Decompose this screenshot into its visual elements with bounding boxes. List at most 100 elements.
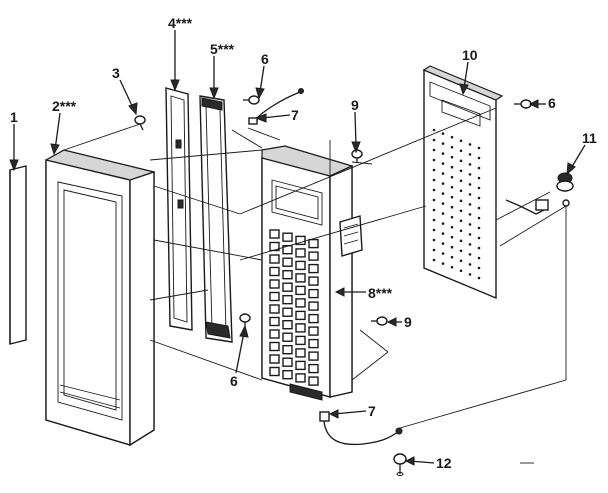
part-5-latch-channel [199,95,233,343]
circuit-component-dot [477,256,481,260]
keypad-button [282,295,293,305]
keypad-button [308,338,319,349]
circuit-component-dot [432,128,436,132]
label-part-8: 8*** [368,285,393,301]
keypad-button [295,335,306,346]
keypad-button [269,229,280,239]
circuit-component-dot [468,223,472,226]
circuit-component-dot [450,265,454,269]
keypad-button [308,326,319,336]
label-part-9-top: 9 [351,97,359,113]
circuit-component-dot [450,195,454,199]
keypad-button [295,298,306,308]
keypad-button [282,232,293,242]
keypad-button [269,291,280,302]
circuit-component-dot [441,192,445,195]
circuit-component-dot [441,262,445,265]
circuit-component-dot [468,263,472,266]
circuit-component-dot [459,219,463,223]
keypad-button [295,248,306,258]
circuit-component-dot [432,198,436,202]
circuit-component-dot [459,229,463,233]
keypad-button [295,273,306,283]
keypad-button [269,366,280,377]
label-part-6-bottom: 6 [230,373,238,389]
circuit-component-dot [441,212,445,215]
part-1-strip [9,165,27,345]
circuit-component-dot [459,269,463,273]
circuit-component-dot [441,152,445,155]
keypad-button [269,316,280,327]
circuit-component-dot [477,206,481,210]
circuit-component-dot [432,188,436,192]
circuit-component-dot [432,218,436,222]
circuit-component-dot [477,236,481,240]
circuit-component-dot [450,155,454,159]
circuit-component-dot [459,209,463,213]
label-part-12: 12 [436,455,452,471]
circuit-component-dot [432,248,436,252]
label-part-5: 5*** [210,41,235,57]
circuit-component-dot [477,166,481,170]
part-12-screw [393,453,407,476]
keypad-button [295,360,306,371]
label-part-6-right: 6 [548,95,556,111]
keypad-button [282,320,293,330]
circuit-component-dot [468,243,472,246]
circuit-component-dot [432,208,436,212]
circuit-component-dot [441,242,445,245]
circuit-component-dot [477,196,481,200]
label-part-7-top: 7 [291,107,299,123]
circuit-component-dot [468,233,472,236]
keypad-button [269,266,280,277]
circuit-component-dot [441,222,445,225]
label-part-4: 4*** [168,15,193,31]
circuit-component-dot [468,213,472,216]
circuit-component-dot [477,216,481,220]
circuit-component-dot [477,246,481,250]
keypad-button [295,373,306,383]
circuit-component-dot [432,168,436,172]
part-11-fuse-holder [556,172,574,207]
circuit-component-dot [459,239,463,243]
label-part-11: 11 [582,130,597,146]
part-7-wire-bottom [319,411,403,446]
leader-lines [9,30,586,466]
circuit-component-dot [441,172,445,175]
circuit-component-dot [468,193,472,196]
label-part-9-bottom: 9 [404,314,412,330]
circuit-component-dot [441,132,445,135]
keypad-button [308,263,319,274]
part-3-screw [134,115,146,131]
circuit-component-dot [441,142,445,145]
circuit-component-dot [432,178,436,182]
circuit-component-dot [441,232,445,235]
circuit-component-dot [432,138,436,142]
keypad-button [269,354,280,364]
circuit-component-dot [459,249,463,253]
keypad-button [308,288,319,299]
part-4-hinge-bar [165,87,193,331]
circuit-component-dot [459,159,463,163]
circuit-component-dot [450,215,454,219]
keypad-button [295,348,306,358]
circuit-component-dot [459,169,463,173]
circuit-component-dot [459,199,463,203]
keypad-button [308,238,319,249]
keypad-button [282,257,293,267]
label-part-10: 10 [462,47,478,63]
part-9-screw-bottom [371,316,388,326]
circuit-component-dot [468,163,472,166]
part-6-screw-right [514,99,532,109]
circuit-component-dot [441,162,445,165]
circuit-component-dot [432,148,436,152]
circuit-component-dot [477,226,481,230]
part-9-screw-top [351,149,363,163]
circuit-component-dot [459,259,463,263]
assembly-lines [63,107,567,464]
circuit-component-dot [432,258,436,262]
circuit-board-components [432,128,481,280]
circuit-component-dot [468,153,472,156]
circuit-component-dot [468,273,472,276]
